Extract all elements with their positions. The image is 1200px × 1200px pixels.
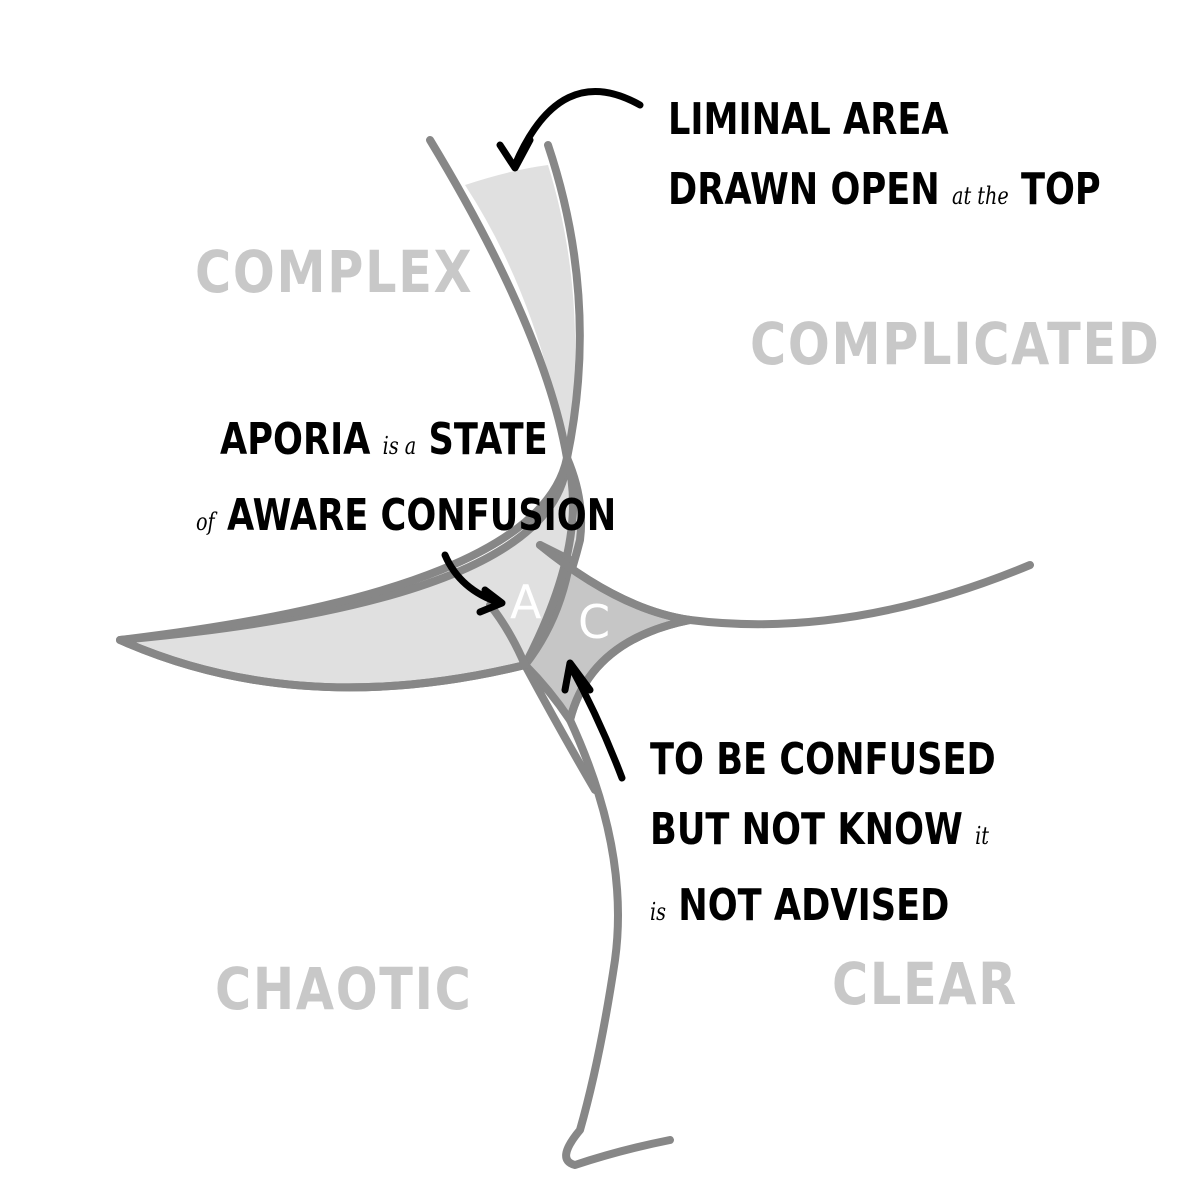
confused-line2b: it — [975, 822, 989, 850]
aporia-zone-label: A — [510, 575, 542, 629]
aporia-arrow-icon — [441, 551, 506, 616]
domain-complicated: COMPLICATED — [750, 310, 1161, 378]
aporia-line1a: APORIA — [220, 414, 371, 465]
aporia-line1: APORIA is a STATE — [220, 405, 616, 481]
complicated-boundary — [536, 541, 1034, 629]
confusion-arrow-icon — [561, 659, 626, 782]
confused-line3b: NOT ADVISED — [678, 880, 950, 931]
liminal-line1: LIMINAL AREA — [668, 94, 949, 145]
liminal-line2c: TOP — [1021, 164, 1101, 215]
confused-line1: TO BE CONFUSED — [650, 734, 996, 785]
liminal-strip — [465, 165, 576, 458]
aporia-annotation: APORIA is a STATE of AWARE CONFUSION — [196, 405, 616, 557]
aporia-line2: of AWARE CONFUSION — [196, 481, 616, 557]
aporia-line1b: is a — [382, 432, 417, 460]
domain-clear: CLEAR — [832, 950, 1018, 1018]
confused-line3: is NOT ADVISED — [650, 871, 996, 947]
confusion-zone-label: C — [578, 595, 611, 649]
liminal-annotation: LIMINAL AREA DRAWN OPEN at the TOP — [668, 85, 1101, 231]
liminal-arrow-icon — [496, 88, 644, 172]
liminal-left-edge — [426, 136, 599, 794]
aporia-line1c: STATE — [428, 414, 548, 465]
liminal-line2a: DRAWN OPEN — [668, 164, 940, 215]
aporia-line2b: AWARE CONFUSION — [226, 490, 617, 541]
confused-annotation: TO BE CONFUSED BUT NOT KNOW it is NOT AD… — [650, 725, 996, 947]
chaotic-boundary — [116, 636, 529, 692]
domain-chaotic: CHAOTIC — [215, 955, 473, 1023]
confused-line2: BUT NOT KNOW it — [650, 795, 996, 871]
liminal-right-edge — [116, 141, 584, 644]
domain-complex: COMPLEX — [195, 238, 474, 306]
liminal-line2: DRAWN OPEN at the TOP — [668, 155, 1101, 231]
aporia-line2a: of — [196, 508, 215, 536]
confused-line2a: BUT NOT KNOW — [650, 804, 963, 855]
liminal-line2b: at the — [952, 182, 1009, 210]
confused-line3a: is — [650, 898, 666, 926]
